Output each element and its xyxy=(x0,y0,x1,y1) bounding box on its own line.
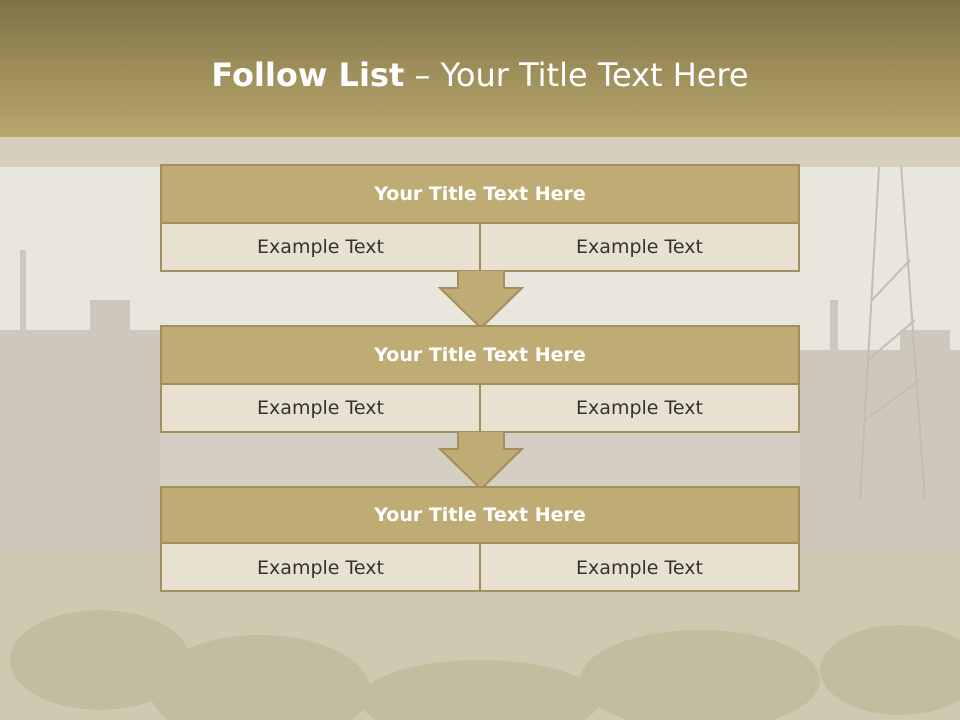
list-block-row: Example Text Example Text xyxy=(162,224,798,270)
list-block-right-text: Example Text xyxy=(479,385,798,431)
list-block-title: Your Title Text Here xyxy=(162,166,798,224)
list-block-title: Your Title Text Here xyxy=(162,327,798,385)
down-arrow-icon xyxy=(438,431,524,491)
list-block-left-text: Example Text xyxy=(257,236,384,258)
slide-title-bold: Follow List xyxy=(211,56,405,94)
down-arrow-icon xyxy=(438,270,524,330)
list-block-right-text: Example Text xyxy=(479,544,798,592)
slide-title-rest: – Your Title Text Here xyxy=(404,56,749,94)
banner-separator xyxy=(0,137,960,167)
list-block-3: Your Title Text Here Example Text Exampl… xyxy=(160,486,800,592)
list-block-2: Your Title Text Here Example Text Exampl… xyxy=(160,325,800,433)
list-block-right-text: Example Text xyxy=(479,224,798,270)
list-block-left-text: Example Text xyxy=(257,397,384,419)
slide-title: Follow List – Your Title Text Here xyxy=(0,52,960,98)
list-block-left-text: Example Text xyxy=(257,557,384,579)
list-block-1: Your Title Text Here Example Text Exampl… xyxy=(160,164,800,272)
list-block-row: Example Text Example Text xyxy=(162,385,798,431)
list-block-title: Your Title Text Here xyxy=(162,488,798,544)
title-banner xyxy=(0,0,960,137)
list-block-row: Example Text Example Text xyxy=(162,544,798,592)
